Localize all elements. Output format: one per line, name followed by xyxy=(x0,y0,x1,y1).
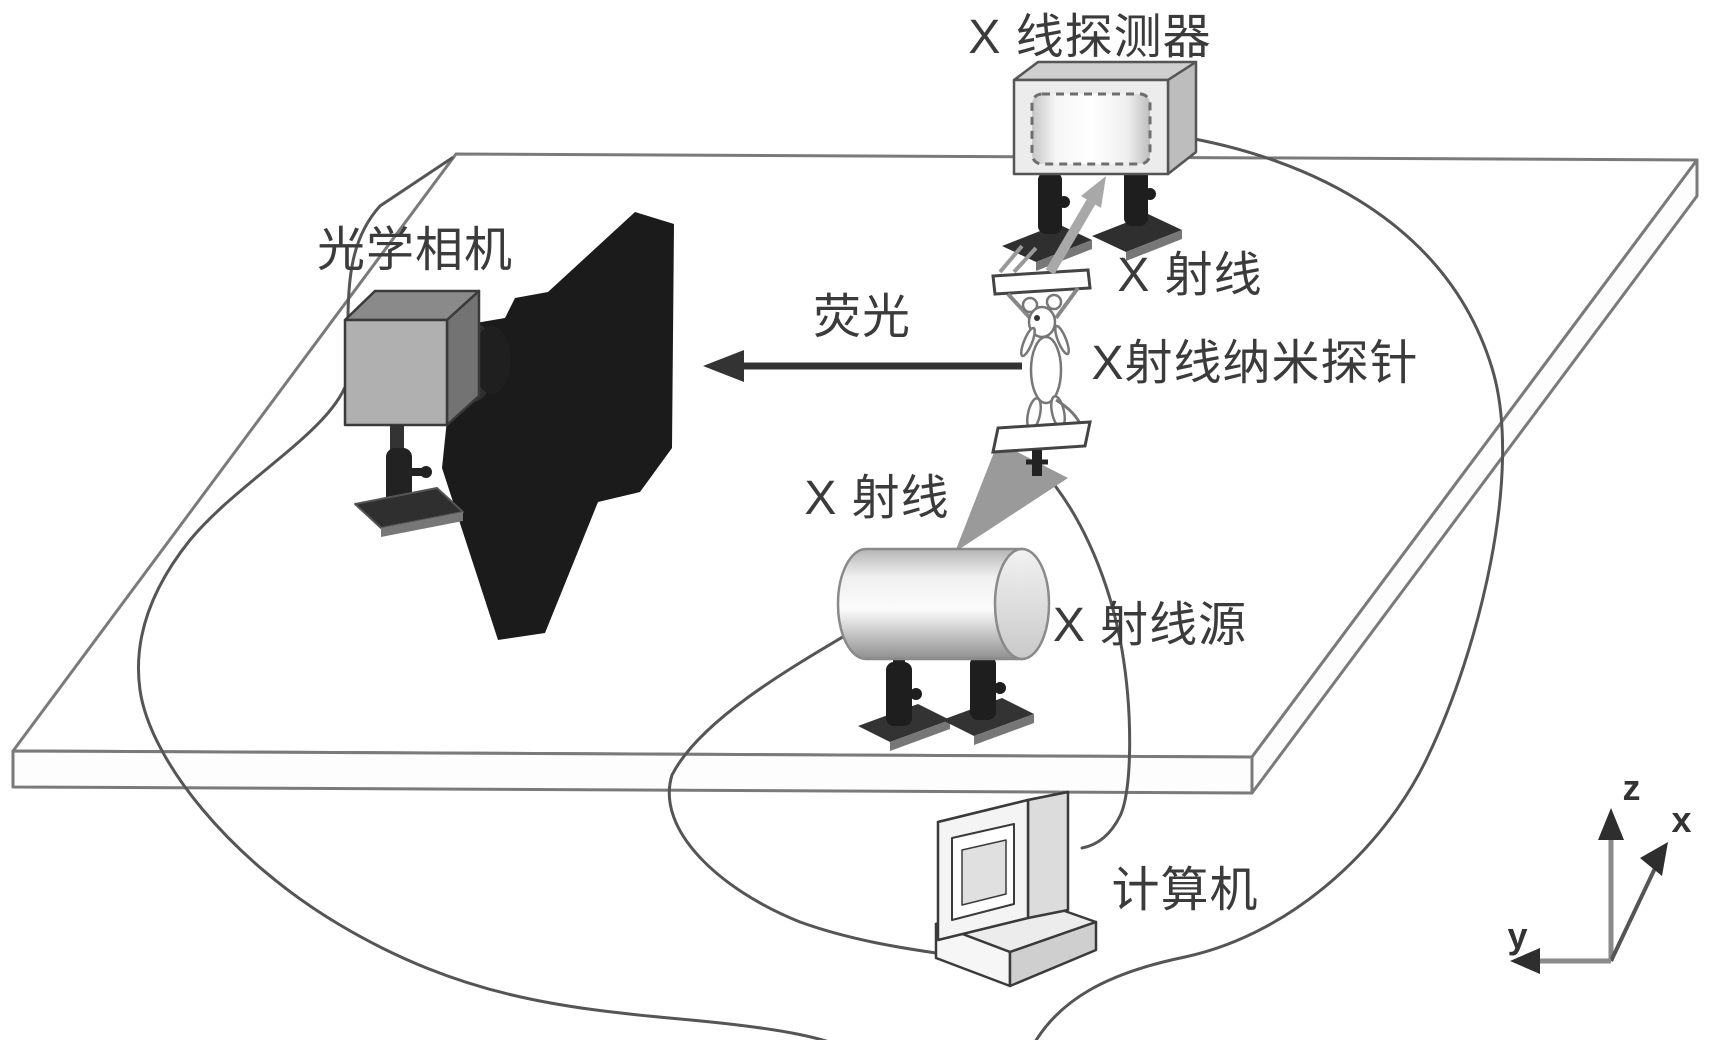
xray-detector-box xyxy=(1012,60,1198,176)
y-axis-arrowhead xyxy=(1510,948,1540,974)
xray-to-detector-label: X 射线 xyxy=(1117,249,1263,302)
computer-icon xyxy=(934,790,1098,988)
probe-bottom-plate xyxy=(991,420,1092,454)
z-axis-arrowhead xyxy=(1598,808,1624,840)
probe-top-plate xyxy=(991,268,1092,296)
xray-source-label: X 射线源 xyxy=(1052,599,1248,652)
xray-from-source-label: X 射线 xyxy=(804,472,950,525)
optical-camera-body xyxy=(343,289,511,537)
detector-label: X 线探测器 xyxy=(968,11,1212,64)
computer-label: 计算机 xyxy=(1111,864,1259,917)
x-axis-label: x xyxy=(1671,799,1693,840)
y-axis-label: y xyxy=(1507,915,1529,956)
nano-probe-label: X射线纳米探针 xyxy=(1091,337,1419,390)
xray-source-cylinder xyxy=(836,547,1051,661)
coordinate-axes xyxy=(1510,808,1668,974)
xray-arrow xyxy=(1045,176,1106,275)
probe-cable xyxy=(1038,466,1132,850)
z-axis-label: z xyxy=(1622,767,1642,808)
camera-lens-icon xyxy=(473,326,511,394)
x-axis-arrowhead xyxy=(1640,842,1668,876)
source-cable xyxy=(667,626,938,955)
fluorescence-label: 荧光 xyxy=(812,291,912,344)
sample-probe xyxy=(991,244,1092,476)
black-shield-panel xyxy=(428,212,674,640)
optical-camera-label: 光学相机 xyxy=(316,224,514,277)
mouse-figure xyxy=(1020,293,1084,431)
fluorescence-arrow xyxy=(703,350,1022,382)
cable-loop-right xyxy=(1034,134,1505,1040)
